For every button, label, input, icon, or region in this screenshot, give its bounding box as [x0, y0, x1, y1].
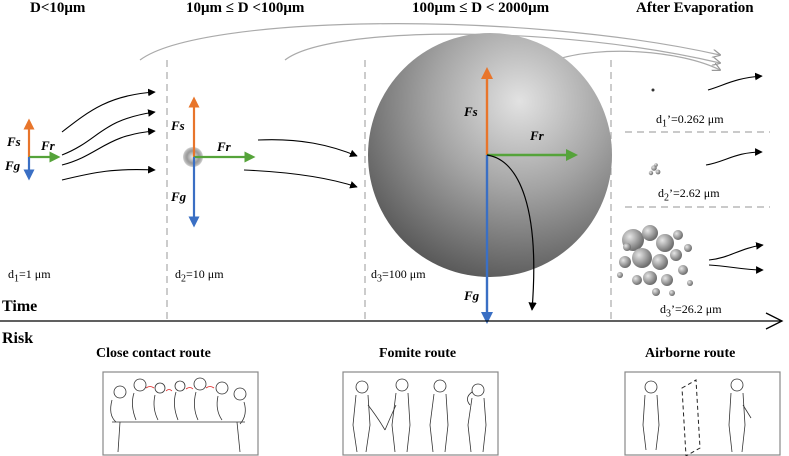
- fg-label-2: Fg: [171, 189, 187, 204]
- trajectory-1: [61, 88, 156, 133]
- nucleus-2: [648, 163, 661, 176]
- trajectory-6: [243, 169, 358, 189]
- arc-col1: [139, 23, 720, 61]
- d3-label: d3=100 μm: [371, 267, 426, 285]
- arc-col3: [554, 50, 720, 70]
- d3-evaporated-label: d3’=26.2 μm: [660, 302, 722, 320]
- header-col3: 100μm ≤ D < 2000μm: [412, 0, 550, 16]
- fomite-title: Fomite route: [379, 346, 457, 361]
- trajectory-2: [61, 109, 156, 156]
- fg-label-3: Fg: [464, 288, 480, 303]
- column-dividers: [166, 60, 770, 322]
- col1-trajectories: [61, 88, 156, 181]
- time-axis-arrowhead: [765, 312, 784, 330]
- col3-forces: [481, 67, 578, 324]
- fomite-illustration: [352, 378, 487, 453]
- nucleus-3: [617, 225, 693, 296]
- transition-arcs: [139, 23, 720, 70]
- fg-label-1: Fg: [5, 158, 21, 173]
- risk-label: Risk: [2, 330, 34, 347]
- route-boxes: [102, 371, 781, 456]
- airborne-title: Airborne route: [645, 346, 736, 361]
- col2-trajectories: [243, 139, 358, 189]
- d1-evaporated-label: d1’=0.262 μm: [656, 112, 724, 130]
- trajectory-7: [486, 154, 537, 311]
- header-col1: D<10μm: [30, 0, 86, 16]
- fs-label-2: Fs: [171, 118, 185, 133]
- fr-label-1: Fr: [41, 138, 55, 153]
- header-col4: After Evaporation: [636, 0, 754, 16]
- nucleus-1: [651, 88, 655, 92]
- trajectory-3: [61, 127, 156, 166]
- trajectory-4: [61, 165, 156, 181]
- close-contact-title: Close contact route: [96, 346, 211, 361]
- arc-col2: [284, 33, 720, 63]
- trajectory-9: [705, 148, 763, 166]
- airborne-illustration: [642, 378, 752, 456]
- fs-label-1: Fs: [7, 134, 21, 149]
- trajectory-8: [707, 72, 763, 91]
- close-contact-illustration: [110, 377, 247, 453]
- col1-forces: [23, 118, 61, 181]
- airborne-box: [624, 371, 781, 456]
- header-col2: 10μm ≤ D <100μm: [186, 0, 305, 16]
- col4-trajectories: [705, 72, 764, 274]
- trajectory-5: [257, 139, 358, 157]
- close-contact-box: [102, 371, 259, 456]
- d2-evaporated-label: d2’=2.62 μm: [658, 186, 720, 204]
- fr-label-2: Fr: [217, 139, 231, 154]
- time-label: Time: [2, 298, 38, 315]
- evaporated-droplets: [617, 88, 693, 296]
- col2-forces: [188, 96, 256, 228]
- fr-label-3: Fr: [530, 128, 544, 143]
- fomite-box: [342, 371, 499, 456]
- d2-label: d2=10 μm: [175, 267, 224, 285]
- trajectory-11: [708, 264, 764, 274]
- d1-label: d1=1 μm: [8, 267, 51, 285]
- fs-label-3: Fs: [464, 104, 478, 119]
- trajectory-10: [708, 242, 764, 261]
